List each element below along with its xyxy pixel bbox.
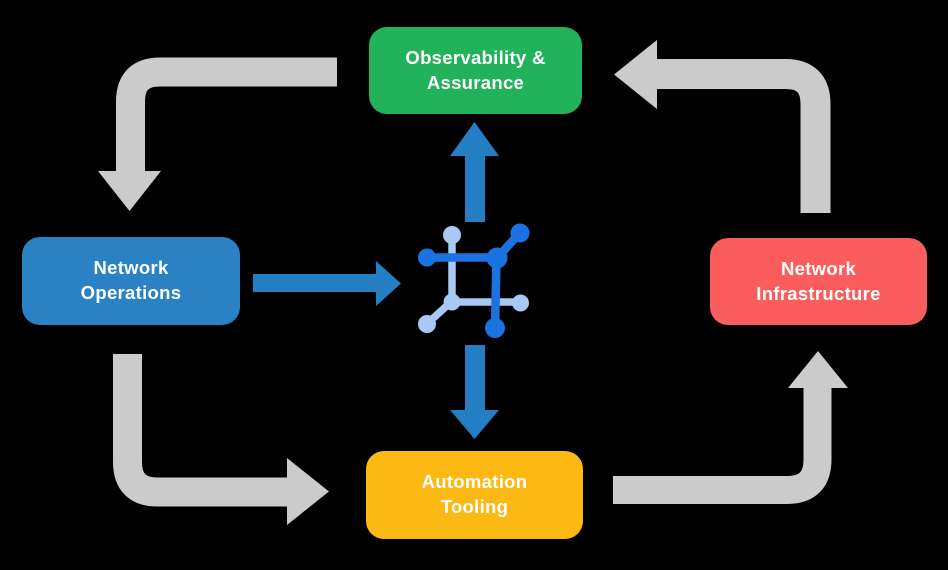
node-label-line: Tooling: [440, 496, 509, 517]
node-label-line: Automation: [421, 471, 528, 493]
cycle-arrow-infrastructure-to-observability: [614, 40, 831, 213]
node-automation-tooling: Automation Tooling: [366, 451, 583, 539]
arrowhead-up-icon: [788, 351, 848, 388]
node-label-line: Infrastructure: [756, 282, 881, 304]
arrowhead-down-icon: [98, 171, 161, 211]
arrowhead-right-icon: [287, 458, 329, 525]
icon-dark-layer: [418, 223, 530, 338]
node-label-line: Operations: [80, 282, 182, 303]
node-label-line: Network: [780, 257, 857, 279]
cycle-arrow-observability-to-operations: [98, 57, 337, 211]
flow-arrow-operations-to-icon: [253, 261, 401, 306]
arrowhead-left-icon: [614, 40, 657, 109]
arrowhead-right-icon: [376, 261, 401, 306]
flow-arrow-icon-to-observability: [450, 122, 499, 222]
node-observability-assurance: Observability & Assurance: [369, 27, 582, 114]
node-network-operations: Network Operations: [22, 237, 240, 325]
cycle-arrow-operations-to-automation: [113, 354, 329, 525]
cycle-arrow-automation-to-infrastructure: [613, 351, 848, 504]
node-label-line: Observability &: [405, 46, 546, 68]
arrowhead-up-icon: [450, 122, 499, 156]
network-automation-icon: [418, 223, 530, 338]
arrowhead-down-icon: [450, 410, 499, 439]
icon-light-layer: [418, 226, 529, 333]
node-label-line: Assurance: [426, 71, 525, 93]
flow-arrow-icon-to-automation: [450, 345, 499, 439]
node-label-line: Network: [93, 257, 169, 279]
node-network-infrastructure: Network Infrastructure: [710, 238, 927, 325]
